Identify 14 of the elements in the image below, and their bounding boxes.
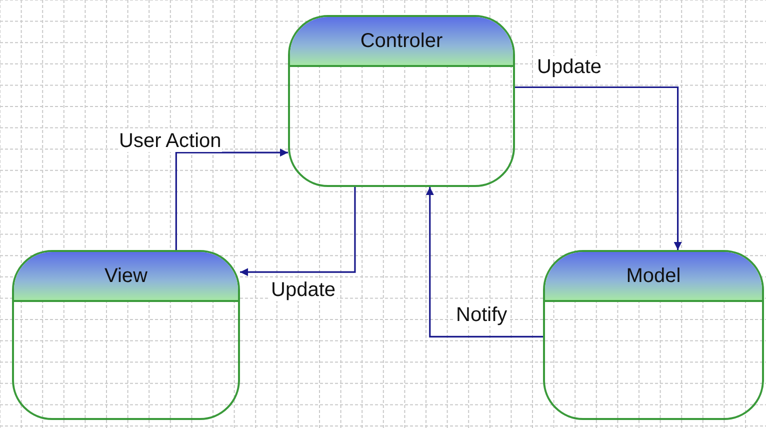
arrow [515, 86, 682, 250]
edge-label: Update [270, 279, 336, 301]
edge-label: Notify [455, 304, 508, 326]
class-box [12, 250, 240, 420]
box-header: View [14, 252, 238, 302]
arrow [426, 187, 543, 338]
box-header: Controler [290, 17, 513, 67]
arrow [175, 148, 288, 250]
arrow [240, 187, 356, 276]
class-box [543, 250, 764, 420]
edge-label: User Action [118, 130, 222, 152]
box-header: Model [545, 252, 762, 302]
edge-label: Update [536, 56, 602, 78]
class-box [288, 15, 515, 187]
